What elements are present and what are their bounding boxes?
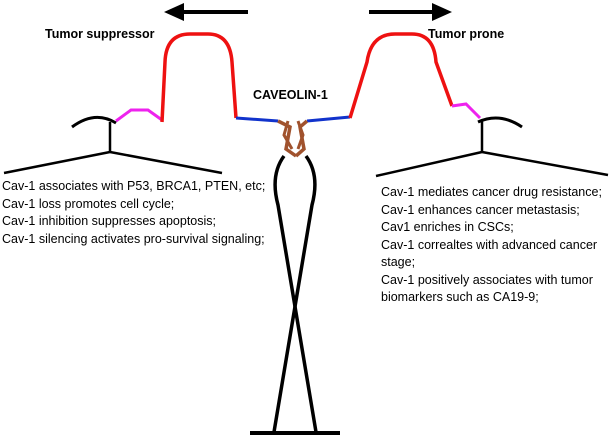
central-stem (272, 154, 318, 433)
membrane-helix (277, 119, 309, 158)
list-item: Cav-1 associates with P53, BRCA1, PTEN, … (2, 179, 266, 193)
list-item: Cav-1 loss promotes cell cycle; (2, 196, 175, 211)
tumor-prone-list: Cav-1 mediates cancer drug resistance; C… (381, 184, 613, 307)
list-item: Cav-1 enhances cancer metastasis; (381, 202, 580, 217)
list-item: Cav-1 inhibition suppresses apoptosis; (2, 214, 217, 228)
list-item: Cav1 enriches in CSCs; (381, 220, 514, 234)
left-blue-linker (235, 116, 279, 123)
caveolin-label: CAVEOLIN-1 (253, 88, 328, 102)
left-pink-linker (115, 108, 163, 123)
right-bracket (375, 120, 609, 178)
tumor-suppressor-label: Tumor suppressor (45, 27, 155, 41)
left-bracket (3, 122, 223, 175)
list-item: Cav-1 positively associates with tumor b… (381, 272, 593, 305)
right-pink-linker (451, 102, 482, 120)
left-black-cap (71, 115, 117, 129)
list-item: Cav-1 correaltes with advanced cancer st… (381, 237, 598, 270)
tumor-prone-label: Tumor prone (428, 27, 505, 41)
list-item: Cav-1 silencing activates pro-survival s… (2, 231, 265, 246)
arrow-right-icon (369, 3, 452, 21)
arrow-left-icon (164, 3, 248, 21)
right-black-cap (477, 116, 523, 129)
right-blue-linker (306, 115, 351, 123)
list-item: Cav-1 mediates cancer drug resistance; (381, 185, 602, 199)
right-red-loop (348, 32, 454, 119)
tumor-suppressor-list: Cav-1 associates with P53, BRCA1, PTEN, … (2, 178, 302, 248)
left-red-loop (160, 32, 238, 123)
